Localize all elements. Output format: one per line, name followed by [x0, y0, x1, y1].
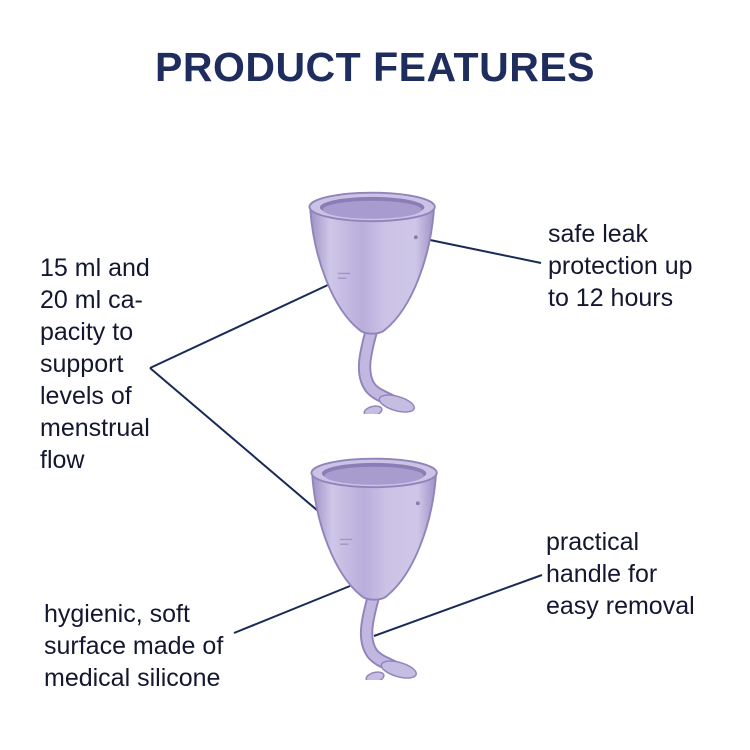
cup-rim-inner	[322, 200, 422, 219]
cup-body	[309, 209, 435, 335]
cup-stem-fill	[359, 323, 400, 408]
cup-stem-nub	[363, 405, 383, 417]
cup-engraving	[337, 272, 351, 279]
cup-air-hole	[415, 501, 420, 506]
menstrual-cup-upper	[298, 186, 450, 419]
cup-stem-foot	[378, 394, 415, 413]
cup-stem-nub	[365, 671, 385, 683]
page-title: PRODUCT FEATURES	[154, 44, 596, 90]
cup-illustration	[310, 457, 438, 683]
cup-engraving	[339, 538, 353, 545]
cup-air-hole	[413, 235, 418, 240]
cup-stem-foot	[380, 660, 417, 679]
cup-body	[311, 475, 437, 601]
cup-rim-inner	[324, 466, 424, 485]
cup-stem-fill	[361, 589, 402, 674]
menstrual-cup-lower	[300, 452, 452, 685]
annotation-capacity: 15 ml and 20 ml ca- pacity to support le…	[40, 254, 150, 474]
annotation-practical-handle: practical handle for easy removal	[546, 528, 695, 620]
annotation-leak-protection: safe leak protection up to 12 hours	[548, 220, 693, 312]
annotation-hygienic-surface: hygienic, soft surface made of medical s…	[44, 600, 224, 692]
cup-illustration	[308, 191, 436, 417]
